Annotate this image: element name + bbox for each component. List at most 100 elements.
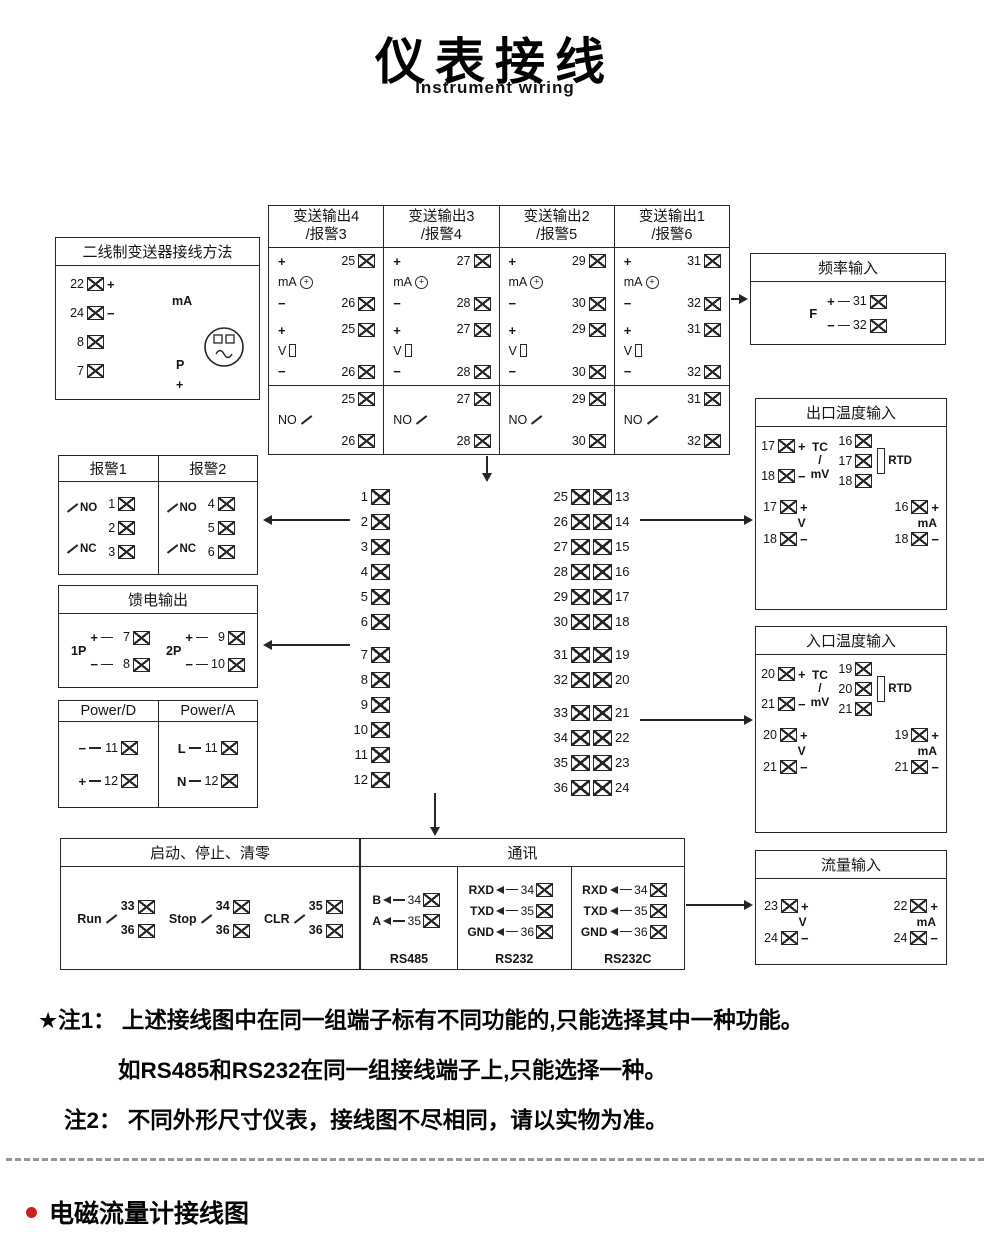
terminal-number: 8 [122,657,130,672]
flow-box-title: 流量输入 [756,851,946,879]
start-stop-clear-box: 启动、停止、清零 Run 33 36 Stop 34 36 CLR 35 [60,838,360,970]
terminal-icon [593,613,612,630]
terminal-icon [221,774,239,788]
terminal-number: 32 [687,364,701,379]
wire [837,324,850,327]
neutral-sign: N [177,773,187,789]
terminal-icon [869,318,887,333]
terminal-number: 35 [308,899,323,914]
terminal-number: 25 [341,322,356,337]
terminal-icon [87,364,104,378]
alarm2-title: 报警2 [158,456,257,482]
terminal-icon [473,434,491,448]
terminal-icon [588,364,606,379]
terminal-number: 28 [456,433,471,448]
wire [506,909,518,912]
terminal-icon [371,771,390,788]
transmitter-icon [204,327,244,367]
frequency-box-title: 频率输入 [751,254,945,282]
plus-sign: + [827,294,835,309]
terminal-number: 24 [893,930,908,945]
mv-text: mV [810,694,830,709]
strip-row: 4 [352,559,390,584]
load-icon [289,344,297,358]
terminal-icon [132,657,150,672]
terminal-icon [536,903,553,918]
page-title: 仪表接线 [375,34,615,90]
terminal-icon [593,513,612,530]
terminal-icon [571,779,590,796]
v-group-labels: +V− [278,322,297,380]
terminal-icon [358,322,376,337]
terminal-number: 20 [763,727,777,742]
terminal-number: 27 [456,322,471,337]
terminal-number: 18 [838,473,853,488]
terminal-number: 26 [341,433,356,448]
minus-sign: − [931,531,939,547]
terminal-icon [121,741,139,755]
terminal-number: 22 [615,730,630,745]
output-column-title: 变送输出1/报警6 [614,206,729,249]
strip-row: 12 [352,767,390,792]
terminal-number: 24 [70,305,84,320]
terminal-icon [593,754,612,771]
terminal-icon [217,545,235,559]
terminal-number: 2 [108,520,116,535]
terminal-icon [358,434,376,448]
terminal-number: 27 [456,391,471,406]
contact-icon [66,502,79,513]
plus-sign: + [393,322,401,338]
terminal-number: 3 [108,544,116,559]
terminal-icon [571,671,590,688]
alarms-columns: 报警1 NO NC 1 2 3 报警2 NO [59,456,257,574]
terminal-icon [778,469,795,483]
terminal-icon [371,613,390,630]
terminal-row: 22+ [70,277,115,291]
terminal-number: 10 [211,657,225,672]
ma-label: mA [917,744,937,758]
terminal-number: 7 [360,647,368,662]
terminal-number: 21 [838,701,853,716]
terminal-number: 17 [615,589,630,604]
alarms-box: 报警1 NO NC 1 2 3 报警2 NO [58,455,258,575]
section-title: 电磁流量计接线图 [49,1200,250,1228]
strip-row: 11 [352,742,390,767]
switch-icon [105,913,117,924]
plus-sign: + [393,254,401,270]
terminal-number: 19 [838,661,853,676]
wire [188,747,201,749]
strip-row: 1 [352,484,390,509]
slash-text: / [818,681,822,696]
terminal-number: 36 [553,780,568,795]
terminal-icon [588,434,606,448]
terminal-number: 21 [894,759,909,774]
contact-icon [166,543,178,554]
output-title-line1: 变送输出1 [638,209,705,225]
signal-label: B [372,893,381,907]
terminal-number: 10 [353,722,368,737]
v-group: 17+ V 18− [763,500,808,546]
output-title-line2: /报警5 [536,227,578,244]
current-source-icon [645,275,659,289]
terminal-number: 9 [217,630,225,645]
load-icon [519,344,527,358]
ma-group-labels: +mA− [278,253,313,311]
plus-sign: + [278,322,286,338]
frequency-terminals: +31 −32 [827,294,887,333]
v-label: V [393,343,402,358]
arrow-left-icon [496,927,504,936]
terminal-number: 27 [456,254,471,268]
terminal-icon [588,254,606,269]
minus-sign: − [508,363,517,379]
relay-group-labels: NO [278,391,313,449]
contact-icon [66,543,79,554]
